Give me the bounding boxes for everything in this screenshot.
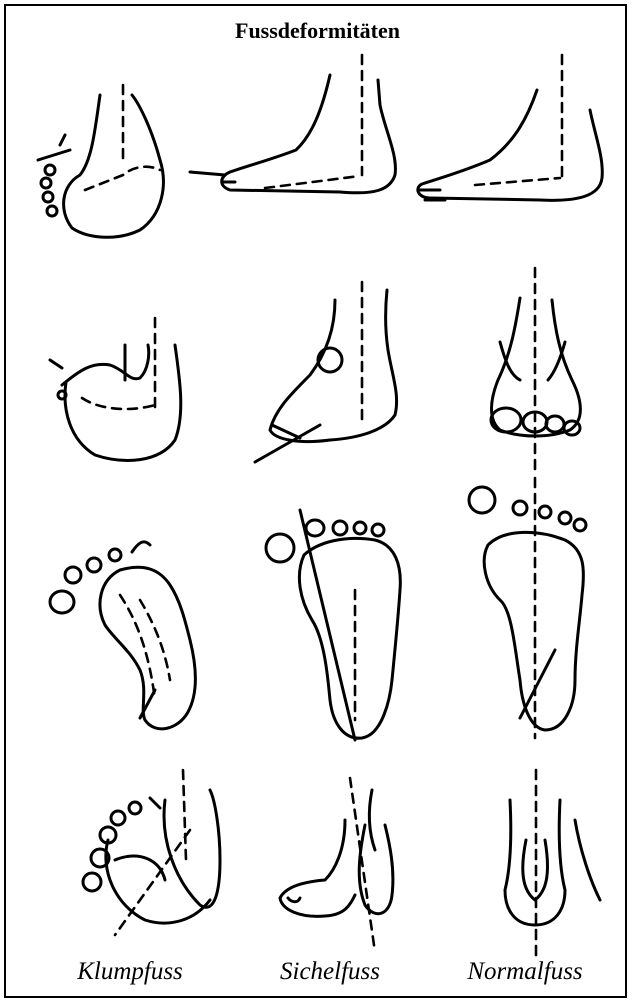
normalfuss-rear-view — [505, 770, 600, 960]
normalfuss-footprint — [469, 478, 586, 738]
normalfuss-front-view — [491, 268, 580, 470]
normalfuss-side-view — [418, 55, 602, 200]
klumpfuss-front-view — [50, 318, 181, 460]
column-label-normalfuss: Normalfuss — [425, 958, 625, 986]
sichelfuss-side-view — [190, 55, 395, 193]
klumpfuss-rear-view — [83, 770, 220, 935]
sichelfuss-rear-view — [280, 778, 393, 952]
column-label-sichelfuss: Sichelfuss — [230, 958, 430, 986]
sichelfuss-front-view — [255, 282, 397, 462]
sichelfuss-footprint — [266, 510, 400, 740]
column-label-klumpfuss: Klumpfuss — [30, 958, 230, 986]
klumpfuss-footprint — [50, 542, 195, 729]
klumpfuss-side-view — [38, 85, 163, 237]
